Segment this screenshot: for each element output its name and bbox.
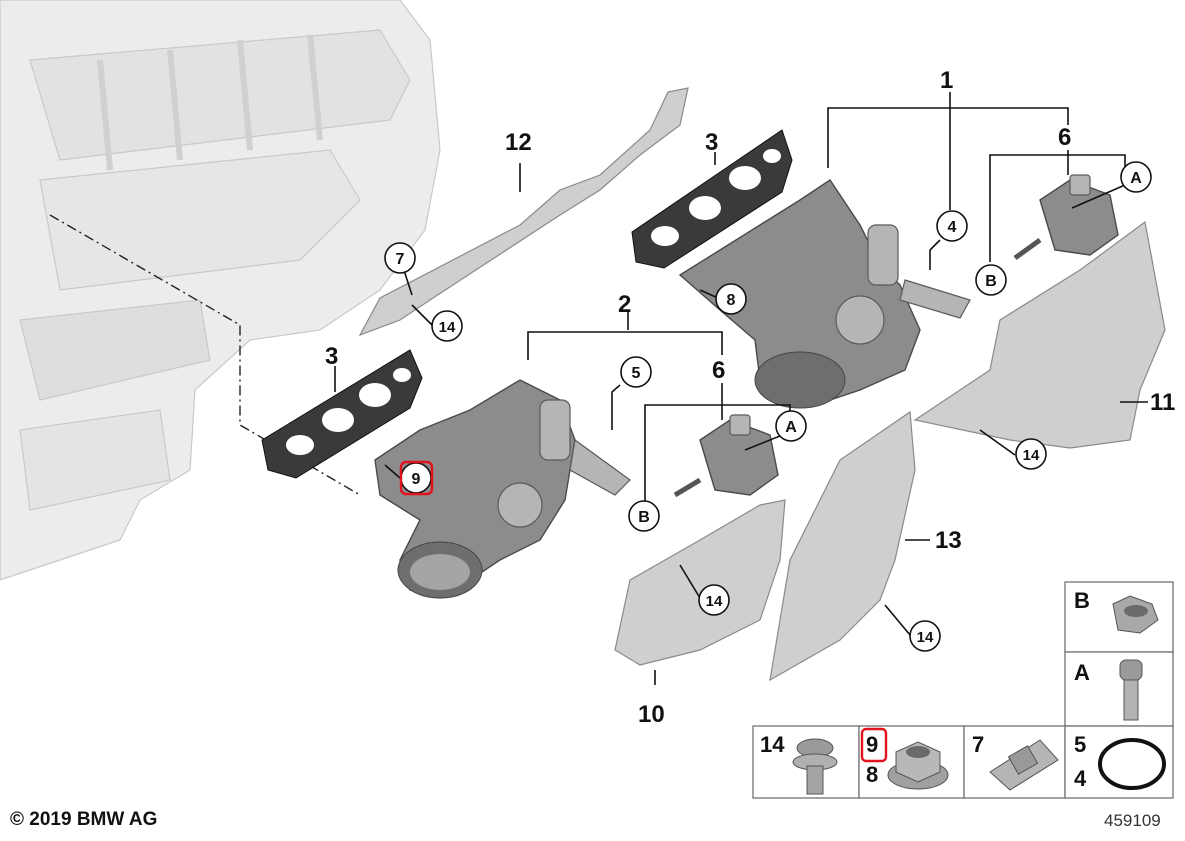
- legend-label-5: 5: [1074, 732, 1086, 757]
- legend-cell-A[interactable]: [1064, 651, 1174, 727]
- callout-14-shield-13[interactable]: 14: [909, 620, 941, 652]
- socket-bolt-icon: [1119, 659, 1143, 721]
- callout-7-text: 7: [396, 251, 405, 268]
- part-number-10: 10: [638, 701, 665, 728]
- turbocharger-upper: [678, 179, 971, 409]
- legend-highlight-9: [860, 727, 888, 763]
- callout-A-upper[interactable]: A: [1120, 161, 1152, 193]
- flange-bolt-icon: [792, 738, 838, 795]
- callout-A-lower[interactable]: A: [775, 410, 807, 442]
- callout-14-shield-12[interactable]: 14: [431, 310, 463, 342]
- part-number-6-upper: 6: [1058, 124, 1071, 151]
- heat-shield-13: [769, 410, 916, 682]
- callout-B-lower[interactable]: B: [628, 500, 660, 532]
- callout-B2-text: B: [638, 509, 650, 526]
- wastegate-actuator-upper: [1013, 174, 1119, 261]
- callout-4-text: 4: [948, 219, 957, 236]
- legend-label-7: 7: [972, 732, 984, 757]
- heat-shield-11: [913, 220, 1166, 449]
- callout-14c-text: 14: [706, 593, 723, 610]
- heat-shield-12: [358, 87, 689, 337]
- legend-label-4: 4: [1074, 766, 1087, 791]
- diagram-id: 459109: [1104, 811, 1161, 830]
- exhaust-gasket-lower: [261, 349, 423, 479]
- turbocharger-lower: [374, 379, 631, 599]
- flange-nut-icon: [887, 741, 949, 790]
- part-number-2: 2: [618, 291, 631, 318]
- callout-B-upper[interactable]: B: [975, 264, 1007, 296]
- part-number-11: 11: [1150, 389, 1175, 416]
- part-number-12: 12: [505, 129, 532, 156]
- heat-shield-10: [614, 499, 786, 666]
- callout-14d-text: 14: [917, 629, 934, 646]
- spring-clip-icon: [989, 739, 1059, 791]
- part-number-1: 1: [940, 67, 953, 94]
- callout-14-shield-11[interactable]: 14: [1015, 438, 1047, 470]
- exhaust-gasket-upper: [631, 129, 793, 269]
- callout-14a-text: 14: [439, 319, 456, 336]
- engine-block-illustration: [0, 0, 441, 581]
- callout-8[interactable]: 8: [715, 283, 747, 315]
- fastener-legend-table: B A 14 9 8 7 5 4: [752, 581, 1174, 799]
- hex-nut-icon: [1112, 595, 1159, 634]
- callout-5[interactable]: 5: [620, 356, 652, 388]
- callout-A2-text: A: [785, 419, 797, 436]
- callout-B1-text: B: [985, 273, 997, 290]
- callout-14-shield-10[interactable]: 14: [698, 584, 730, 616]
- copyright-notice: © 2019 BMW AG: [10, 809, 158, 830]
- o-ring-icon: [1098, 738, 1166, 790]
- legend-label-14: 14: [760, 732, 785, 757]
- callout-A1-text: A: [1130, 170, 1142, 187]
- callout-9-highlighted[interactable]: 9: [399, 460, 434, 496]
- legend-label-B: B: [1074, 588, 1090, 613]
- legend-label-9: 9: [866, 732, 878, 757]
- wastegate-actuator-lower: [673, 414, 779, 498]
- callout-7[interactable]: 7: [384, 242, 416, 274]
- callout-5-text: 5: [632, 365, 641, 382]
- legend-label-A: A: [1074, 660, 1090, 685]
- part-number-6-lower: 6: [712, 357, 725, 384]
- legend-label-8: 8: [866, 762, 878, 787]
- callout-14b-text: 14: [1023, 447, 1040, 464]
- part-number-13: 13: [935, 527, 962, 554]
- part-number-3-upper: 3: [705, 129, 718, 156]
- callout-9-text: 9: [412, 471, 421, 488]
- callout-8-text: 8: [727, 292, 736, 309]
- highlight-box-9: [399, 460, 434, 496]
- part-number-3-lower: 3: [325, 343, 338, 370]
- callout-4[interactable]: 4: [936, 210, 968, 242]
